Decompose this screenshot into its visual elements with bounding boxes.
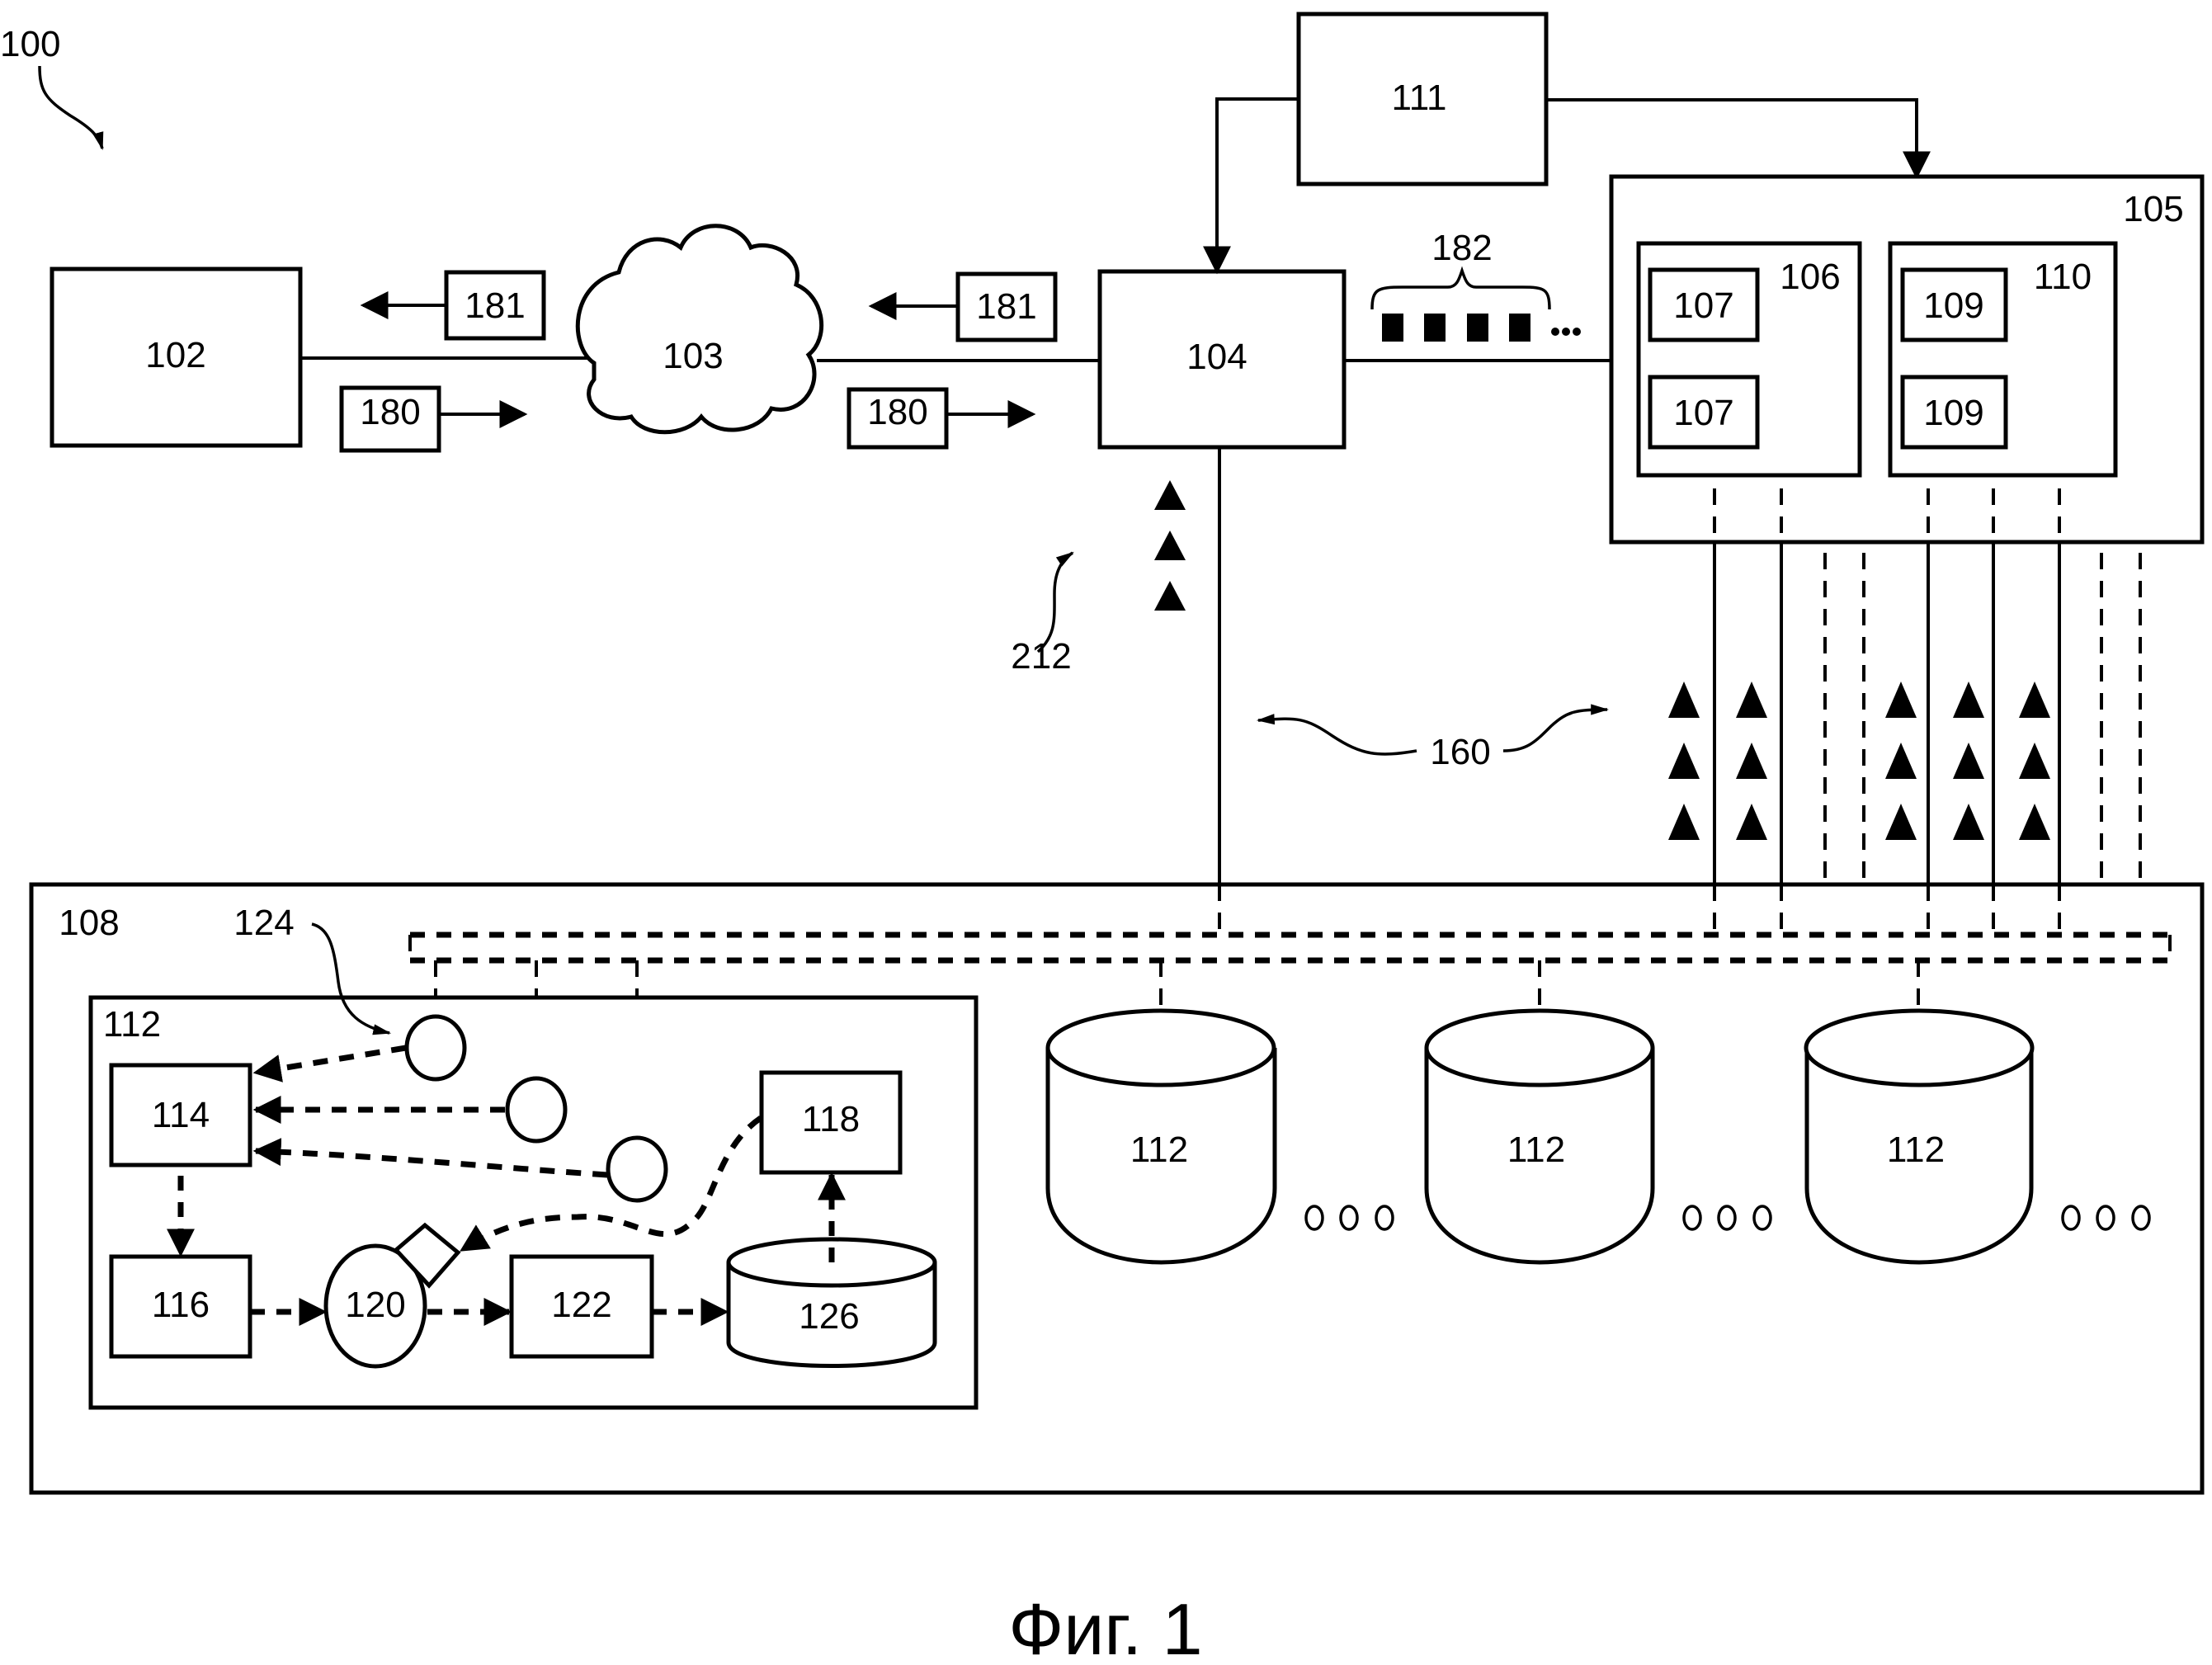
arrow-111-105: [1546, 98, 1931, 180]
sensor-124-c: [606, 1135, 668, 1203]
arrow-124c-114: [252, 1138, 608, 1178]
label-112-cyl3: 112: [1887, 1130, 1945, 1170]
system-ref-arrow: [38, 65, 104, 151]
sensor-124-a: [404, 1014, 467, 1082]
label-106: 106: [1780, 257, 1840, 297]
label-103: 103: [663, 336, 723, 376]
data-flow-triangles-212: [1154, 480, 1186, 611]
label-116: 116: [152, 1285, 210, 1325]
label-180-right: 180: [867, 392, 927, 432]
controller-111: [1296, 12, 1549, 186]
label-126: 126: [799, 1296, 859, 1337]
packet-2: [1424, 314, 1446, 342]
label-180-left: 180: [360, 392, 420, 432]
brace-182: [1370, 266, 1551, 310]
model-attachment-120: [393, 1222, 461, 1289]
module-116: [109, 1254, 252, 1359]
label-107-top: 107: [1673, 285, 1733, 326]
label-102: 102: [145, 335, 205, 375]
label-107-bottom: 107: [1673, 393, 1733, 433]
label-110: 110: [2034, 257, 2092, 297]
figure-caption: Фиг. 1: [1008, 1588, 1202, 1665]
data-flow-triangles-160: [1668, 682, 2050, 840]
label-212: 212: [1011, 636, 1071, 677]
label-104: 104: [1186, 337, 1247, 377]
storage-node-112-cylinder-2: [1424, 1008, 1655, 1265]
label-108: 108: [59, 903, 119, 943]
arrow-111-104: [1203, 97, 1299, 275]
packet-ellipsis-dot: [1551, 328, 1559, 336]
label-181-right: 181: [976, 286, 1036, 327]
label-120: 120: [345, 1285, 405, 1325]
arrow-160-right: [1502, 704, 1610, 752]
unit-109-bottom: [1900, 375, 2008, 450]
arrow-124: [311, 922, 392, 1035]
packet-3: [1467, 314, 1488, 342]
label-112-cyl1: 112: [1130, 1130, 1188, 1170]
label-182: 182: [1431, 228, 1492, 268]
arrow-212: [1036, 551, 1074, 653]
sensor-124-b: [505, 1076, 568, 1144]
internal-dashed-links-105: [1713, 488, 2061, 542]
label-105: 105: [2123, 189, 2183, 229]
label-112-inner: 112: [103, 1004, 161, 1045]
message-180-left: [339, 385, 441, 453]
label-124: 124: [233, 903, 294, 943]
more-nodes-ellipsis-1: [1304, 1205, 1394, 1231]
label-109-top: 109: [1923, 285, 1983, 326]
links-105-108: [1713, 542, 2142, 936]
network-cloud-103: [575, 224, 823, 435]
arrow-160-left: [1256, 714, 1417, 756]
storage-node-112-cylinder-3: [1804, 1008, 2035, 1265]
label-118: 118: [802, 1099, 860, 1139]
packet-ellipsis-dot: [1562, 328, 1570, 336]
unit-107-bottom: [1648, 375, 1760, 450]
packet-4: [1509, 314, 1530, 342]
unit-109-top: [1900, 267, 2008, 342]
client-device-102: [50, 266, 303, 448]
label-112-cyl2: 112: [1507, 1130, 1565, 1170]
more-nodes-ellipsis-3: [2061, 1205, 2151, 1231]
unit-107-top: [1648, 267, 1760, 342]
label-160: 160: [1430, 732, 1490, 772]
storage-node-112-cylinder-1: [1045, 1008, 1277, 1265]
message-180-right: [847, 387, 949, 450]
label-114: 114: [152, 1095, 210, 1135]
label-122: 122: [551, 1285, 611, 1325]
more-nodes-ellipsis-2: [1682, 1205, 1772, 1231]
module-114: [109, 1063, 252, 1167]
packet-1: [1382, 314, 1403, 342]
packet-ellipsis-dot: [1573, 328, 1581, 336]
gateway-104: [1097, 269, 1347, 450]
label-181-left: 181: [465, 285, 525, 326]
label-111: 111: [1392, 78, 1447, 118]
system-ref-label: 100: [0, 24, 60, 64]
label-109-bottom: 109: [1923, 393, 1983, 433]
